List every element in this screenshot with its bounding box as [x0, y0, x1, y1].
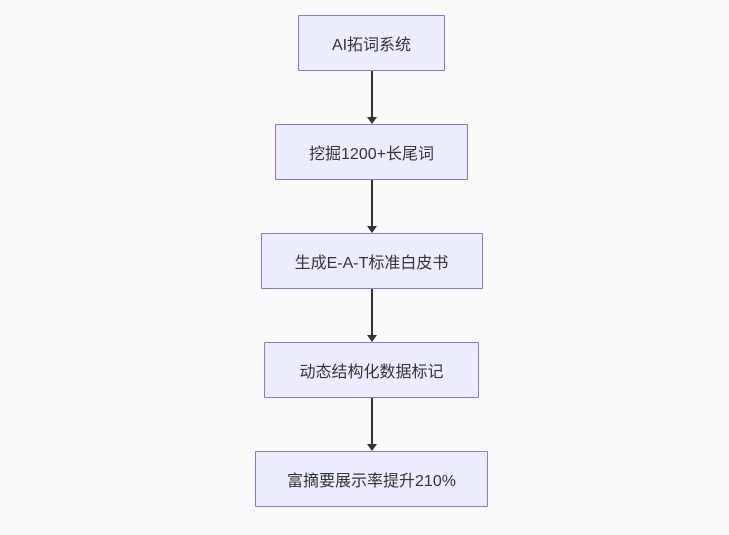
arrowhead-down-icon	[366, 335, 377, 342]
flow-node-eat-whitepaper: 生成E-A-T标准白皮书	[260, 233, 483, 289]
flow-node-structured-data-markup: 动态结构化数据标记	[264, 342, 479, 398]
flow-arrow-2	[366, 180, 377, 233]
flowchart: AI拓词系统 挖掘1200+长尾词 生成E-A-T标准白皮书 动态结构化数据标记	[0, 15, 729, 507]
flow-node-label: 富摘要展示率提升210%	[287, 473, 456, 490]
arrow-line	[370, 71, 373, 117]
arrow-line	[370, 289, 373, 335]
arrowhead-down-icon	[366, 444, 377, 451]
flow-node-label: AI拓词系统	[331, 37, 412, 54]
flow-node-longtail-keywords: 挖掘1200+长尾词	[275, 124, 468, 180]
arrowhead-down-icon	[366, 117, 377, 124]
arrowhead-down-icon	[366, 226, 377, 233]
flow-node-ai-keyword-system: AI拓词系统	[298, 15, 445, 71]
arrow-line	[370, 180, 373, 226]
flow-arrow-3	[366, 289, 377, 342]
flow-node-label: 生成E-A-T标准白皮书	[294, 255, 449, 272]
flow-node-label: 挖掘1200+长尾词	[309, 146, 434, 163]
arrow-line	[370, 398, 373, 444]
flow-node-rich-snippet-rate: 富摘要展示率提升210%	[255, 451, 488, 507]
flow-node-label: 动态结构化数据标记	[299, 364, 444, 381]
flow-arrow-1	[366, 71, 377, 124]
flow-arrow-4	[366, 398, 377, 451]
